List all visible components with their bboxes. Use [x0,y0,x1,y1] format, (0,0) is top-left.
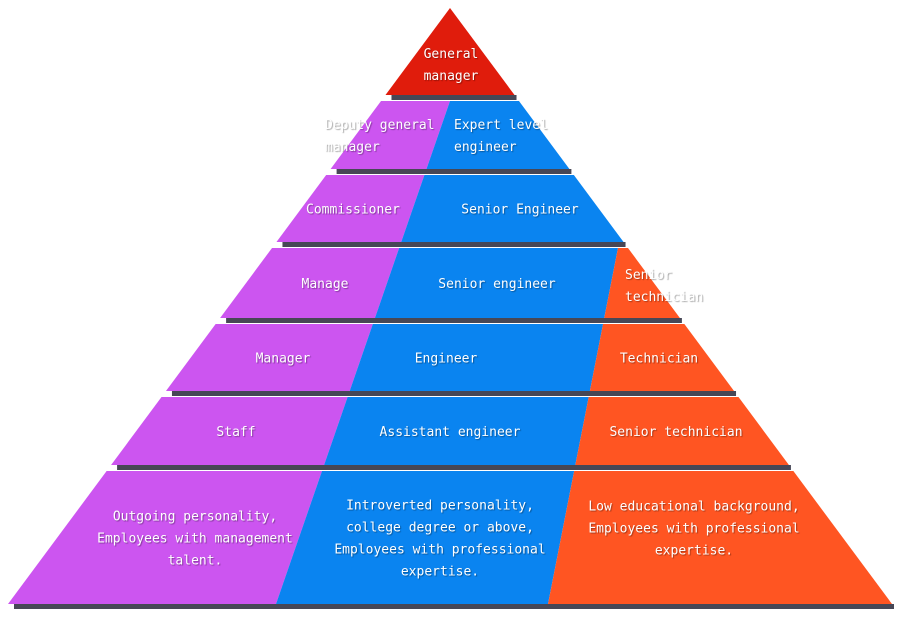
management-segment [220,248,400,318]
management-segment [330,101,450,169]
engineering-segment [324,397,589,465]
management-label: Outgoing personality,Employees with mana… [97,510,293,569]
band-shadow [282,242,626,247]
technical-segment [604,248,680,318]
technical-segment [548,471,892,604]
engineering-label: Assistant engineer [380,425,521,440]
management-label: Commissioner [306,203,400,218]
band-shadow [14,604,894,609]
engineering-label: Senior Engineer [461,203,579,218]
technical-label: Technician [620,352,698,367]
engineering-segment [349,324,604,391]
apex-shadow [391,95,517,100]
engineering-segment [276,471,575,604]
band-shadow [171,391,737,396]
management-label: Staff [216,425,255,440]
engineering-segment [426,101,570,169]
band-shadow [117,465,791,470]
engineering-label: Engineer [415,352,478,367]
management-segment [111,397,348,465]
engineering-label: Introverted personality,college degree o… [334,499,545,580]
management-label: Manager [256,352,311,367]
management-segment [276,175,425,242]
engineering-label: Senior engineer [438,277,556,292]
technical-label: Low educational background,Employees wit… [588,500,799,559]
management-segment [8,471,323,604]
management-segment [165,324,373,391]
band-shadow [226,318,682,323]
management-label: Manage [302,277,349,292]
technical-segment [589,324,735,391]
band-shadow [336,169,572,174]
apex-segment [385,8,515,95]
technical-label: Senior technician [609,425,742,440]
engineering-segment [374,248,618,318]
engineering-segment [401,175,624,242]
technical-segment [575,397,789,465]
